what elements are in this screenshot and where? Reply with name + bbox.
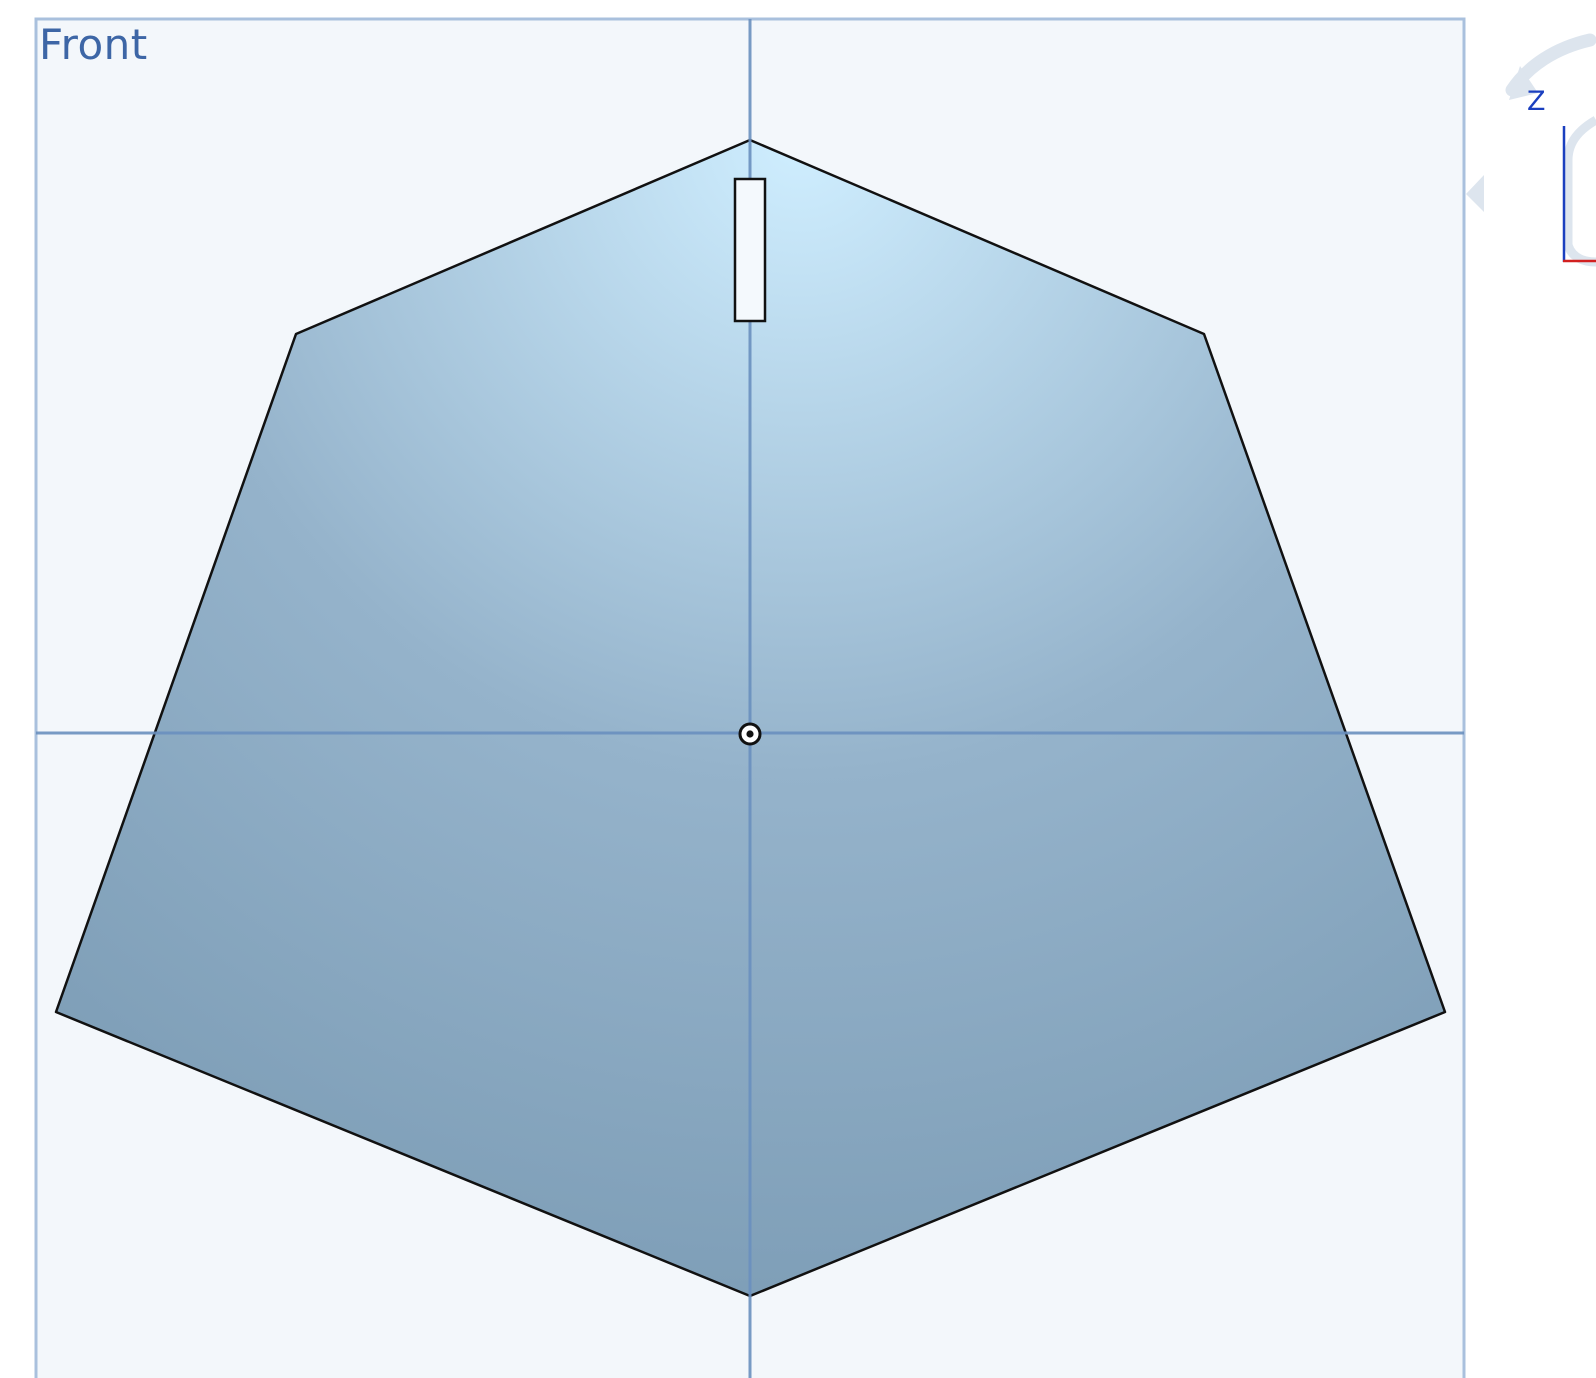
- triangle-arrow-icon: [1466, 175, 1484, 212]
- plane-label: Front: [39, 20, 148, 69]
- sketch-slot-rectangle[interactable]: [733, 177, 767, 323]
- view-cube-face: [1563, 116, 1596, 267]
- z-axis-label: Z: [1527, 86, 1546, 117]
- origin-point[interactable]: [738, 722, 762, 746]
- view-cube[interactable]: [1466, 33, 1596, 267]
